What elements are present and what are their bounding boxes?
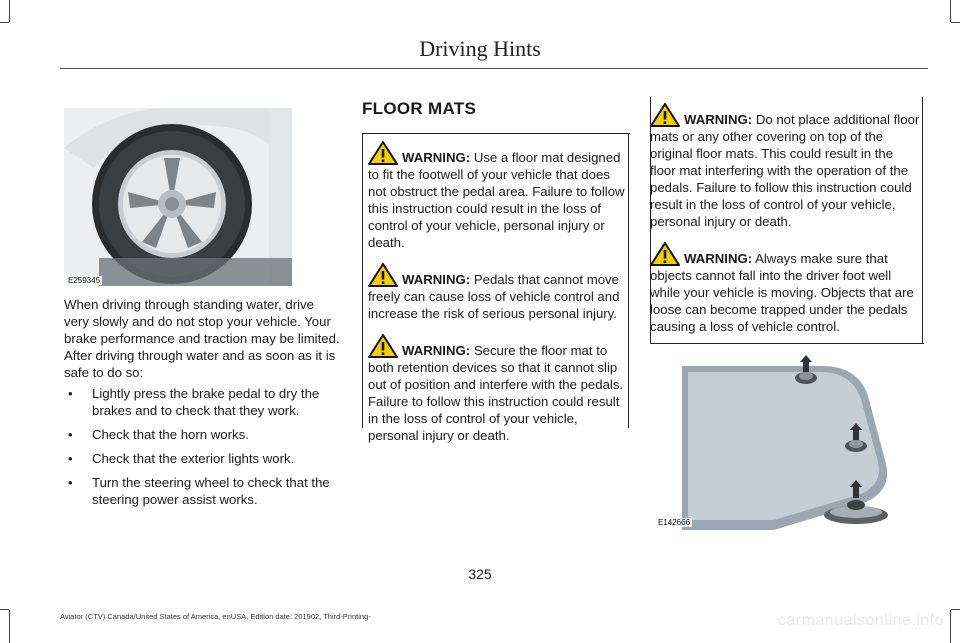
right-warning-box-left-rule: [650, 97, 651, 344]
floor-mat-illustration: [654, 352, 894, 538]
warning-label: WARNING:: [684, 251, 753, 266]
warning-floor-mat-fit: WARNING: Use a floor mat designed to fit…: [368, 141, 628, 251]
crop-mark-top-left-h: [0, 22, 9, 23]
wheel-illustration: [64, 108, 292, 286]
warning-label: WARNING:: [402, 343, 471, 358]
right-warning-box-bottom-rule: [650, 343, 924, 344]
warning-label: WARNING:: [402, 272, 471, 287]
warning-triangle-icon: [368, 263, 398, 287]
warning-text: Do not place additional floor mats or an…: [650, 112, 920, 229]
standing-water-text: When driving through standing water, dri…: [64, 297, 340, 380]
wheel-figure: E259345: [64, 108, 292, 286]
list-item: • Check that the horn works.: [64, 426, 340, 443]
crop-mark-bottom-left-h: [0, 609, 9, 610]
bullet-glyph: •: [68, 451, 73, 466]
crop-mark-top-left-v: [9, 0, 10, 22]
standing-water-paragraph: When driving through standing water, dri…: [64, 296, 340, 381]
warning-box-right-rule: [628, 133, 629, 428]
warning-box-top-rule: [362, 133, 630, 134]
figure-label-floor-mat: E142666: [656, 518, 693, 527]
header-rule: [60, 68, 928, 69]
crop-mark-top-right-h: [951, 22, 960, 23]
retention-clip-bottom: [824, 480, 888, 524]
warning-box-middle: WARNING: Use a floor mat designed to fit…: [368, 141, 628, 456]
crop-mark-bottom-left-v: [9, 610, 10, 643]
warning-triangle-icon: [368, 141, 398, 165]
list-item-text: Lightly press the brake pedal to dry the…: [92, 386, 320, 418]
footer-edition-info: Aviator (CTV) Canada/United States of Am…: [60, 612, 371, 621]
warning-triangle-icon: [368, 334, 398, 358]
bullet-glyph: •: [68, 386, 73, 401]
warning-text: Use a floor mat designed to fit the foot…: [368, 150, 625, 250]
warning-text: Always make sure that objects cannot fal…: [650, 251, 914, 334]
floor-mat-figure: E142666: [654, 352, 894, 538]
bullet-glyph: •: [68, 475, 73, 490]
warning-box-right: WARNING: Do not place additional floor m…: [650, 103, 922, 347]
page-number: 325: [468, 566, 492, 582]
warning-label: WARNING:: [402, 150, 471, 165]
list-item-text: Turn the steering wheel to check that th…: [92, 475, 330, 507]
warning-box-left-rule: [362, 133, 363, 428]
bullet-glyph: •: [68, 427, 73, 442]
after-water-checklist: • Lightly press the brake pedal to dry th…: [64, 385, 340, 515]
warning-secure-mat: WARNING: Secure the floor mat to both re…: [368, 334, 628, 444]
warning-text: Secure the floor mat to both retention d…: [368, 343, 624, 443]
list-item: • Turn the steering wheel to check that t…: [64, 474, 340, 508]
warning-triangle-icon: [650, 242, 680, 266]
page-header-title: Driving Hints: [419, 36, 541, 61]
list-item-text: Check that the exterior lights work.: [92, 451, 295, 466]
figure-label-wheel: E259345: [66, 276, 103, 285]
retention-clip-middle: [845, 423, 867, 452]
warning-text: Pedals that cannot move freely can cause…: [368, 272, 620, 321]
retention-clip-top: [795, 355, 817, 384]
crop-mark-top-right-v: [950, 0, 951, 22]
section-title-floor-mats: FLOOR MATS: [362, 99, 477, 118]
warning-additional-mats: WARNING: Do not place additional floor m…: [650, 103, 922, 230]
warning-loose-objects: WARNING: Always make sure that objects c…: [650, 242, 922, 335]
watermark: carmanualsonline.info: [777, 612, 944, 629]
right-warning-box-right-rule: [922, 97, 923, 344]
list-item-text: Check that the horn works.: [92, 427, 249, 442]
crop-mark-bottom-right-h: [951, 609, 960, 610]
list-item: • Lightly press the brake pedal to dry th…: [64, 385, 340, 419]
warning-pedals-move: WARNING: Pedals that cannot move freely …: [368, 263, 628, 322]
list-item: • Check that the exterior lights work.: [64, 450, 340, 467]
warning-triangle-icon: [650, 103, 680, 127]
warning-label: WARNING:: [684, 112, 753, 127]
crop-mark-bottom-right-v: [950, 610, 951, 643]
